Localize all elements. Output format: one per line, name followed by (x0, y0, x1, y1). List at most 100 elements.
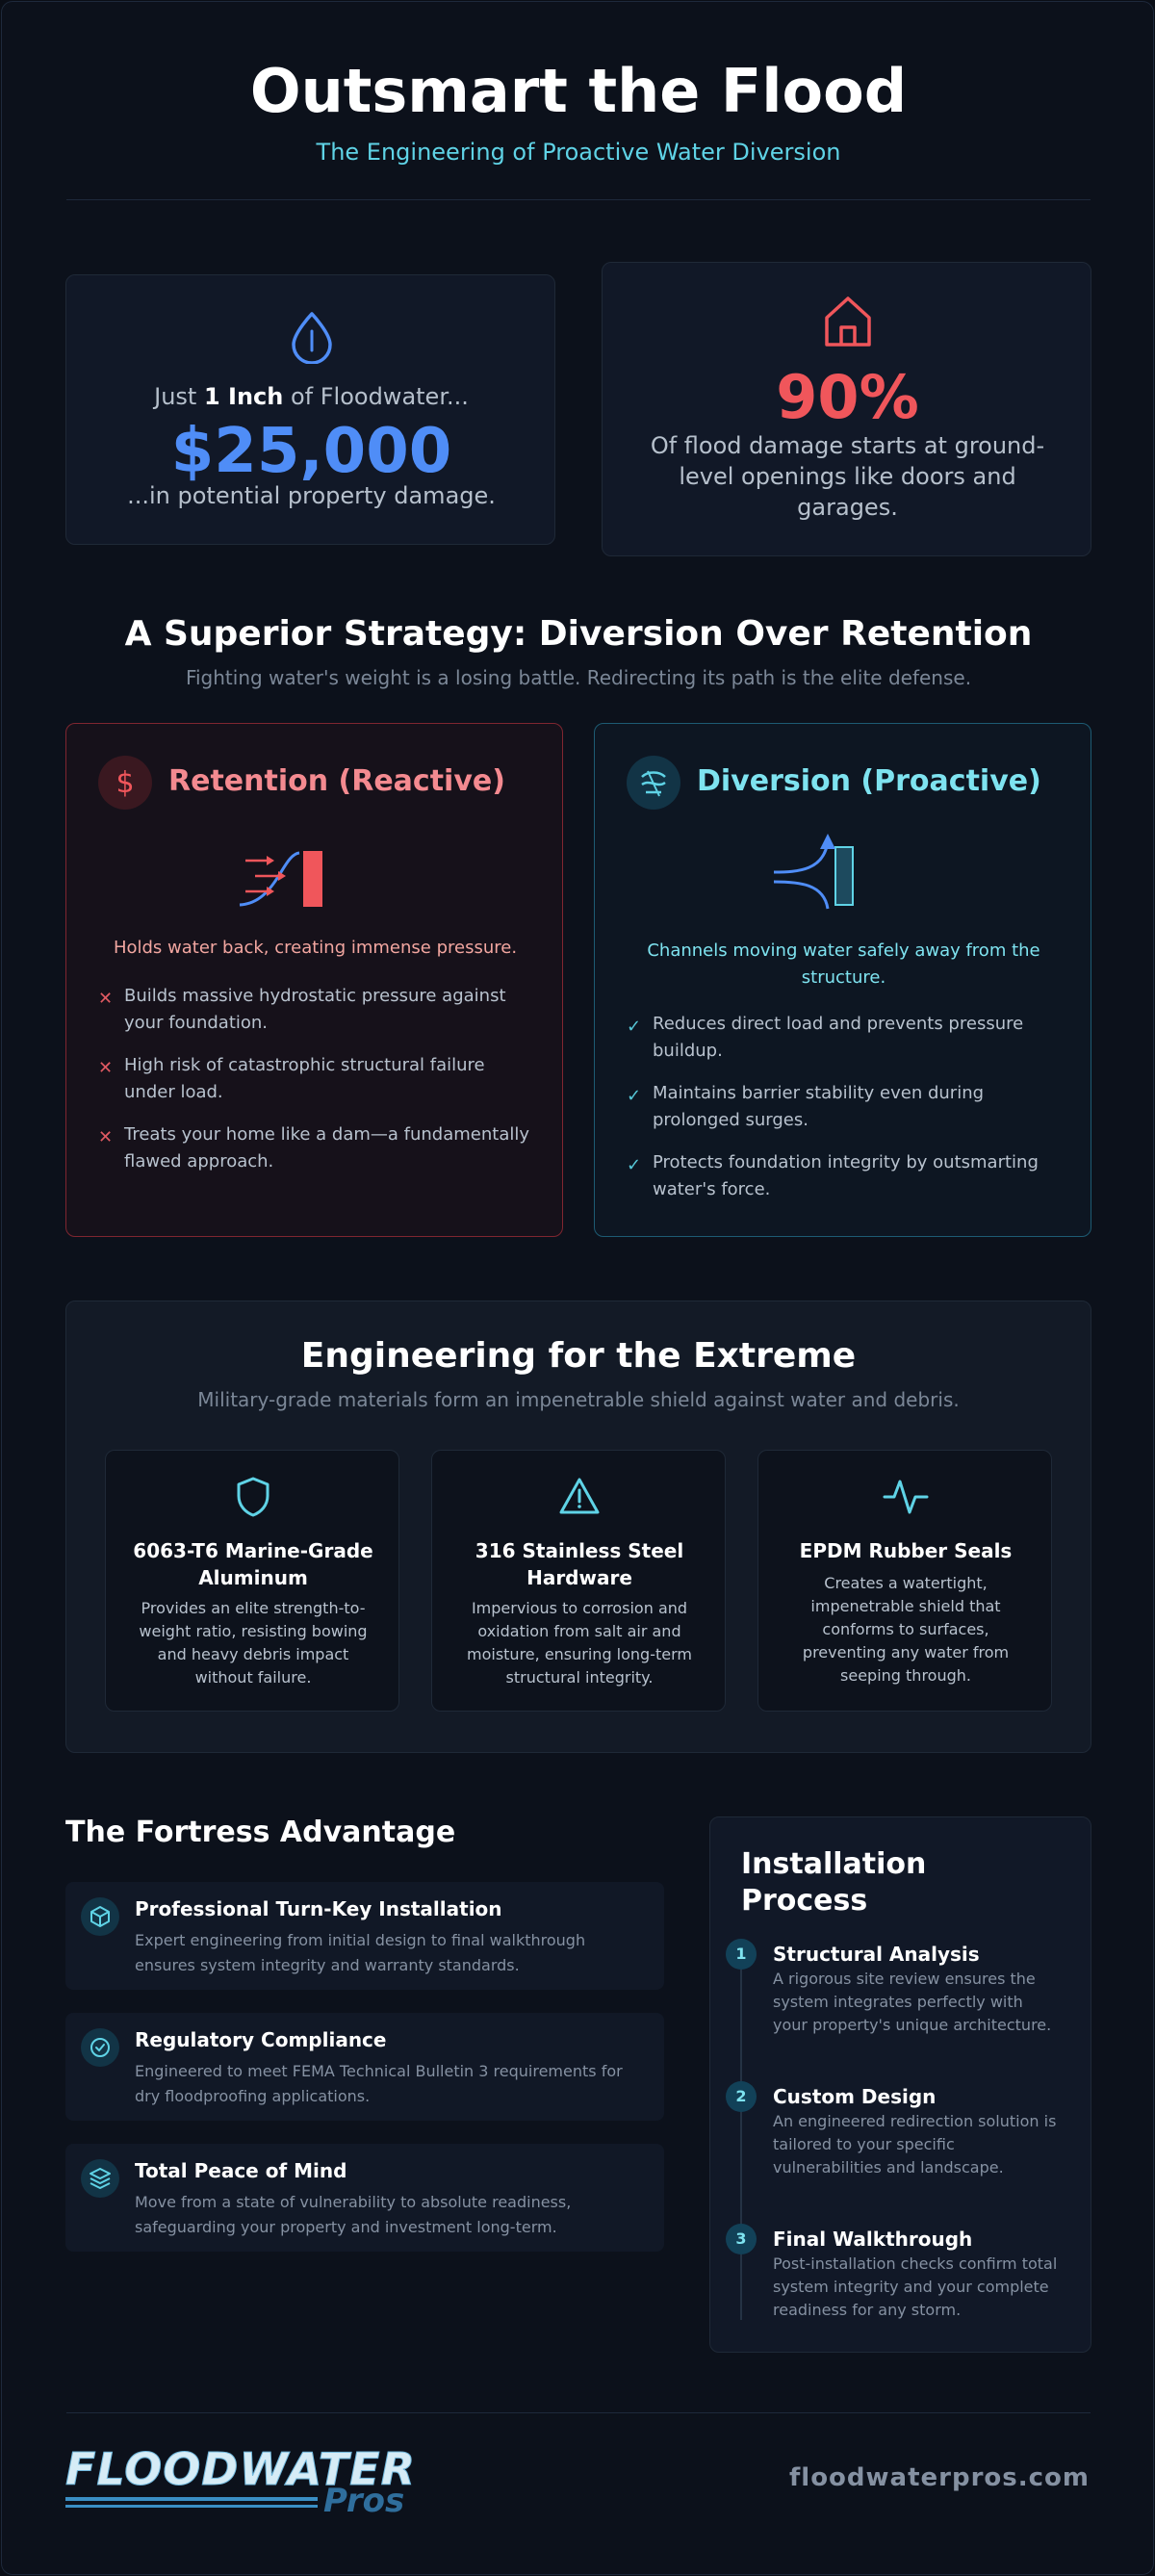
openings-caption-line-3: garages. (797, 494, 898, 521)
diversion-point-1-line-1: Reduces direct load and prevents pressur… (653, 1014, 1024, 1034)
header-divider (66, 199, 1091, 200)
logo-subword: Pros (323, 2482, 405, 2520)
material-title: 316 Stainless Steel Hardware (451, 1537, 707, 1591)
advantage-3-desc-line-2: safeguarding your property and investmen… (135, 2218, 557, 2236)
diversion-panel: Diversion (Proactive) Channels moving wa… (594, 723, 1091, 1237)
layers-icon (81, 2159, 119, 2198)
advantage-2-desc-line-1: Engineered to meet FEMA Technical Bullet… (135, 2062, 623, 2080)
material-description: Creates a watertight, impenetrable shiel… (782, 1572, 1030, 1687)
openings-caption-line-1: Of flood damage starts at ground- (650, 432, 1045, 459)
diversion-caption-line-2: structure. (801, 967, 886, 988)
damage-stat-card: Just 1 Inch of Floodwater... $25,000 ...… (65, 274, 555, 545)
x-icon: ✕ (98, 1127, 114, 1147)
footer-divider (66, 2412, 1091, 2413)
diversion-point-2-line-2: prolonged surges. (653, 1110, 808, 1130)
page-subtitle: The Engineering of Proactive Water Diver… (316, 139, 841, 166)
retention-point-1-line-2: your foundation. (124, 1013, 269, 1033)
logo-wordmark: FLOODWATER (64, 2443, 417, 2496)
retention-point-3-line-1: Treats your home like a dam—a fundamenta… (124, 1124, 530, 1145)
advantage-3-desc-line-1: Move from a state of vulnerability to ab… (135, 2193, 572, 2211)
advantage-2-desc-line-2: dry floodproofing applications. (135, 2087, 371, 2105)
material-3-title-line-1: EPDM Rubber Seals (799, 1539, 1013, 1562)
advantage-item-desc: Engineered to meet FEMA Technical Bullet… (135, 2059, 645, 2109)
material-card-epdm: EPDM Rubber Seals Creates a watertight, … (757, 1450, 1052, 1712)
step-3-desc-line-1: Post-installation checks confirm total (773, 2254, 1058, 2273)
dollar-icon: $ (98, 756, 152, 810)
diversion-title: Diversion (Proactive) (697, 764, 1041, 798)
advantage-item-title: Professional Turn-Key Installation (135, 1897, 502, 1920)
retention-caption: Holds water back, creating immense press… (113, 938, 518, 958)
advantage-item-title: Total Peace of Mind (135, 2159, 347, 2182)
check-icon: ✓ (627, 1155, 642, 1175)
material-1-desc-line-3: and heavy debris impact (157, 1645, 349, 1663)
diversion-caption: Channels moving water safely away from t… (595, 938, 1092, 992)
retention-point-1-line-1: Builds massive hydrostatic pressure agai… (124, 986, 506, 1006)
diversion-point-1-line-2: buildup. (653, 1041, 723, 1061)
step-title: Final Walkthrough (773, 2228, 973, 2251)
step-2-desc-line-1: An engineered redirection solution is (773, 2112, 1057, 2130)
step-description: A rigorous site review ensures the syste… (773, 1968, 1062, 2037)
material-3-desc-line-1: Creates a watertight, (824, 1574, 988, 1592)
material-3-desc-line-2: impenetrable shield that (810, 1597, 1001, 1615)
diversion-point-2: Maintains barrier stability even during … (653, 1080, 984, 1134)
pulse-icon (883, 1480, 929, 1514)
step-number: 1 (726, 1939, 757, 1970)
step-3-desc-line-3: readiness for any storm. (773, 2301, 962, 2319)
process-title-line-1: Installation (741, 1847, 927, 1881)
retention-point-3-line-2: flawed approach. (124, 1151, 274, 1172)
diversion-point-2-line-1: Maintains barrier stability even during (653, 1083, 985, 1103)
material-description: Impervious to corrosion and oxidation fr… (455, 1597, 704, 1689)
material-3-desc-line-5: seeping through. (840, 1666, 971, 1685)
retention-title: Retention (Reactive) (168, 764, 505, 798)
diversion-point-3-line-2: water's force. (653, 1179, 771, 1199)
cube-icon (81, 1897, 119, 1936)
strategy-subtitle: Fighting water's weight is a losing batt… (185, 666, 972, 689)
droplet-icon (292, 312, 332, 364)
logo-stripe (65, 2505, 318, 2508)
strategy-title: A Superior Strategy: Diversion Over Rete… (124, 614, 1033, 654)
warning-icon (559, 1478, 600, 1514)
floodwater-logo: FLOODWATER Pros (64, 2443, 422, 2521)
diversion-point-3: Protects foundation integrity by outsmar… (653, 1149, 1039, 1203)
material-card-aluminum: 6063-T6 Marine-Grade Aluminum Provides a… (105, 1450, 399, 1712)
advantage-1-desc-line-1: Expert engineering from initial design t… (135, 1931, 586, 1949)
step-2-desc-line-2: tailored to your specific (773, 2135, 955, 2153)
process-timeline-line (740, 1970, 742, 2320)
process-title-line-2: Process (741, 1884, 868, 1918)
material-description: Provides an elite strength-to- weight ra… (129, 1597, 377, 1689)
damage-lead-pre: Just (154, 383, 204, 410)
material-3-desc-line-4: preventing any water from (802, 1643, 1010, 1662)
material-2-desc-line-2: oxidation from salt air and (477, 1622, 681, 1640)
dam-pressure-icon (239, 851, 322, 907)
openings-caption-line-2: level openings like doors and (679, 463, 1016, 490)
page-title: Outsmart the Flood (249, 56, 908, 126)
shield-icon (237, 1477, 270, 1517)
material-1-desc-line-2: weight ratio, resisting bowing (139, 1622, 368, 1640)
advantage-1-desc-line-2: ensures system integrity and warranty st… (135, 1956, 520, 1974)
advantage-item-installation: Professional Turn-Key Installation Exper… (65, 1882, 664, 1990)
damage-lead-text: Just 1 Inch of Floodwater... (66, 383, 556, 410)
materials-subtitle: Military-grade materials form an impenet… (197, 1388, 960, 1411)
x-icon: ✕ (98, 989, 114, 1009)
material-2-desc-line-3: moisture, ensuring long-term (467, 1645, 692, 1663)
damage-lead-bold: 1 Inch (203, 383, 284, 410)
step-description: Post-installation checks confirm total s… (773, 2253, 1062, 2322)
material-1-title-line-1: 6063-T6 Marine-Grade (133, 1539, 373, 1562)
material-1-title-line-2: Aluminum (198, 1566, 308, 1589)
advantage-item-title: Regulatory Compliance (135, 2028, 387, 2051)
retention-point-2-line-1: High risk of catastrophic structural fai… (124, 1055, 485, 1075)
material-3-desc-line-3: conforms to surfaces, (822, 1620, 989, 1638)
material-1-desc-line-4: without failure. (194, 1668, 312, 1687)
material-1-desc-line-1: Provides an elite strength-to- (141, 1599, 366, 1617)
step-number: 3 (726, 2224, 757, 2254)
diversion-caption-line-1: Channels moving water safely away from t… (647, 940, 1040, 961)
damage-amount: $25,000 (170, 416, 452, 487)
step-3-desc-line-2: system integrity and your complete (773, 2278, 1049, 2296)
step-1-desc-line-2: system integrates perfectly with (773, 1993, 1023, 2011)
website-link[interactable]: floodwaterpros.com (788, 2463, 1090, 2492)
material-title: 6063-T6 Marine-Grade Aluminum (125, 1537, 381, 1591)
step-description: An engineered redirection solution is ta… (773, 2110, 1062, 2179)
step-title: Structural Analysis (773, 1943, 980, 1966)
check-icon: ✓ (627, 1017, 642, 1037)
